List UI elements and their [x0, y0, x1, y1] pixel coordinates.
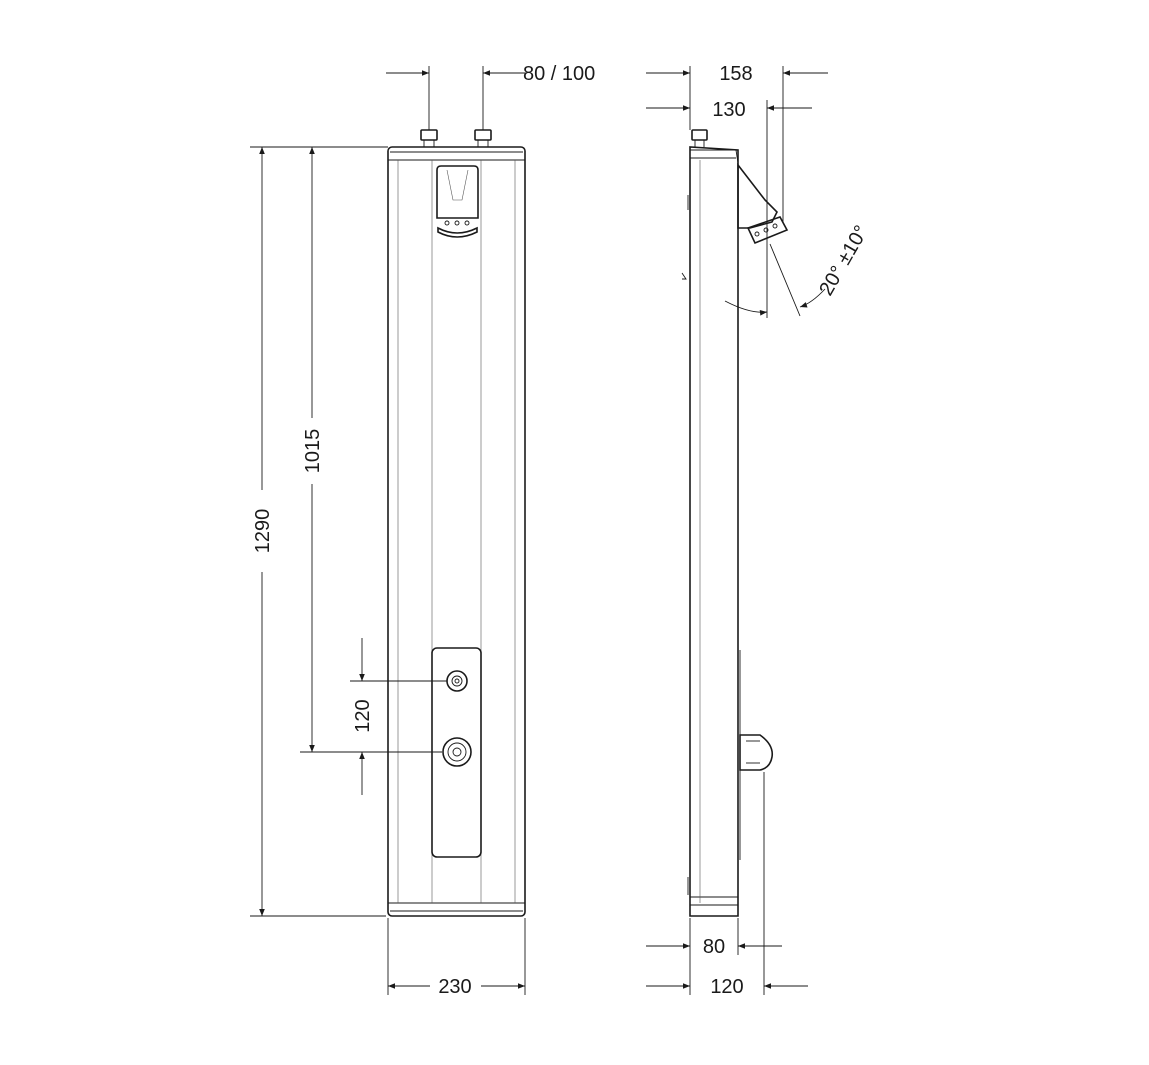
dim-side-bottom-outer: 120	[646, 772, 808, 998]
side-panel-body	[689, 146, 739, 917]
front-view	[387, 129, 526, 917]
dim-control-spacing: 120	[350, 638, 447, 795]
front-panel-body	[387, 146, 526, 917]
inlet-connector-right	[474, 129, 492, 147]
dim-side-depth-head: 130	[646, 99, 812, 240]
dim-front-width-label: 230	[438, 976, 471, 998]
dim-side-bottom-outer-label: 120	[710, 976, 743, 998]
dim-total-height: 1290	[250, 146, 386, 917]
side-view	[681, 129, 789, 917]
dim-side-depth-head-label: 130	[712, 99, 745, 121]
dim-total-height-label: 1290	[252, 509, 274, 554]
dim-front-width: 230	[387, 918, 526, 998]
dim-side-depth-total-label: 158	[719, 63, 752, 85]
inlet-connector-side	[691, 129, 708, 147]
dim-side-bottom-inner: 80	[646, 918, 782, 995]
dim-side-bottom-inner-label: 80	[703, 936, 725, 958]
dim-inlet-spacing: 80 / 100	[386, 63, 595, 130]
inlet-connector-left	[420, 129, 438, 147]
dim-side-depth-total: 158	[646, 63, 828, 222]
showerhead-front	[436, 165, 479, 238]
dim-control-spacing-label: 120	[352, 699, 374, 732]
dim-head-angle-label: 20° ±10°	[815, 222, 873, 300]
showerhead-side	[737, 162, 789, 245]
control-knob-side	[739, 734, 774, 771]
dim-showerhead-to-valve-label: 1015	[302, 429, 324, 474]
dim-head-angle: 20° ±10°	[724, 222, 873, 318]
control-plate	[431, 647, 482, 858]
push-button-knob	[446, 670, 468, 692]
dim-showerhead-to-valve: 1015	[300, 146, 442, 753]
dim-inlet-spacing-label: 80 / 100	[523, 63, 595, 85]
mixing-valve-knob	[442, 737, 472, 767]
